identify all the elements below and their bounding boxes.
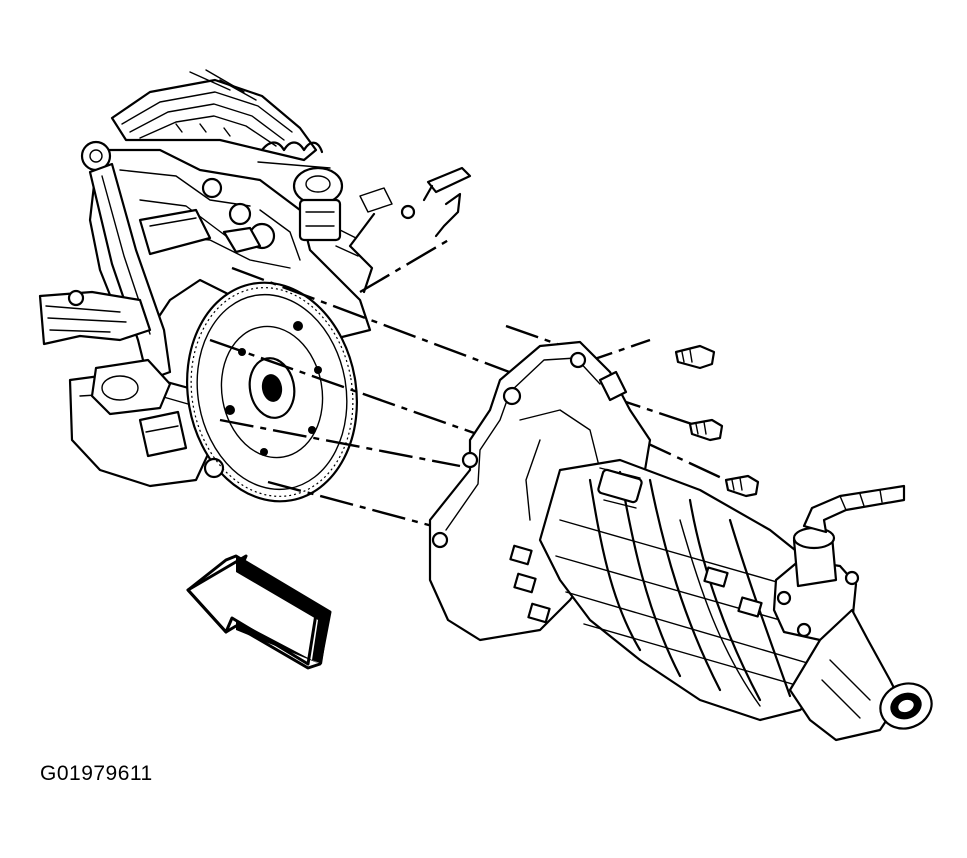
transmission-assembly [428,340,933,742]
flywheel [185,281,359,503]
shifter-tower [772,484,906,642]
shift-cable-bracket [335,166,472,294]
extension-housing [788,608,933,742]
bolt-1 [674,344,716,370]
front-direction-arrow-icon [186,554,332,670]
exhaust-pipe [88,162,212,382]
figure-caption-id: G01979611 [40,762,153,785]
bolt-2 [688,418,724,442]
bolt-3 [724,474,760,498]
valve-cover [110,69,318,162]
oil-pan [38,289,212,488]
